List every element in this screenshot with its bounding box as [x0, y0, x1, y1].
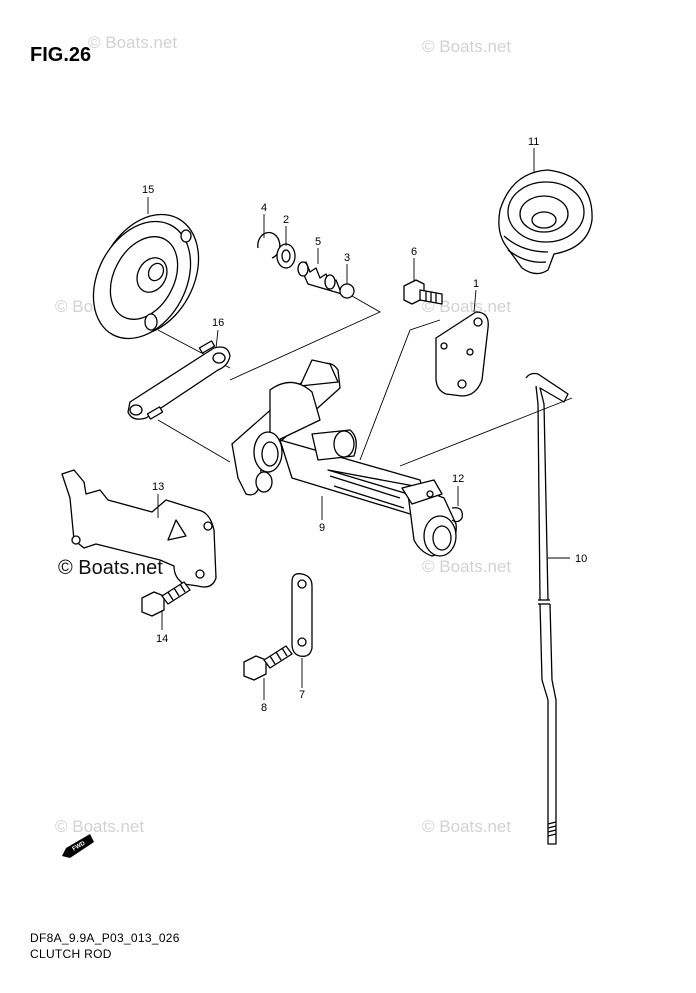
callout-10: 10 — [575, 553, 587, 565]
part-2-washer — [276, 243, 296, 269]
callout-8: 8 — [261, 702, 267, 714]
callout-4: 4 — [261, 202, 267, 214]
part-3-ball — [339, 283, 355, 299]
callout-16: 16 — [212, 317, 224, 329]
part-10-clutch-rod — [525, 372, 569, 845]
part-16-link-rod — [127, 340, 231, 420]
part-9-shaft — [231, 359, 457, 557]
callout-5: 5 — [315, 236, 321, 248]
callout-3: 3 — [344, 252, 350, 264]
watermark: © Boats.net — [58, 557, 163, 579]
part-14-bolt — [141, 581, 191, 617]
callout-2: 2 — [283, 214, 289, 226]
part-15-pulley — [92, 213, 200, 340]
leader-lines — [147, 148, 570, 700]
part-7-plate — [291, 573, 313, 657]
assembly-lines — [157, 295, 573, 467]
callout-13: 13 — [152, 481, 164, 493]
callouts: 15 16 4 2 5 3 6 1 11 13 9 12 10 14 7 8 — [142, 136, 587, 714]
callout-11: 11 — [528, 136, 539, 148]
watermark: © Boats.net — [55, 817, 144, 836]
watermark: © Boats.net — [422, 817, 511, 836]
watermark: © Boats.net — [422, 557, 511, 576]
part-5-spring — [297, 261, 347, 295]
figure-code: DF8A_9.9A_P03_013_026 — [30, 931, 180, 945]
watermark: © Boats.net — [422, 297, 511, 316]
callout-15: 15 — [142, 184, 154, 196]
watermark: © Boats.net — [422, 37, 511, 56]
figure-title: FIG.26 — [30, 44, 92, 66]
watermark-layer: © Boats.net © Boats.net © Boats.net © Bo… — [55, 33, 511, 836]
figure-name: CLUTCH ROD — [30, 947, 112, 961]
callout-6: 6 — [411, 246, 417, 258]
callout-7: 7 — [299, 689, 305, 701]
part-6-bolt — [403, 279, 443, 305]
figure-caption: DF8A_9.9A_P03_013_026 CLUTCH ROD — [30, 930, 180, 962]
callout-12: 12 — [452, 473, 464, 485]
callout-9: 9 — [319, 522, 325, 534]
callout-14: 14 — [156, 633, 168, 645]
part-8-bolt — [243, 645, 293, 681]
callout-1: 1 — [473, 278, 479, 290]
part-13-bracket — [61, 469, 217, 588]
part-12-pin — [451, 507, 463, 523]
fwd-arrow-icon: FWD — [62, 834, 94, 858]
part-1-plate — [435, 311, 489, 397]
watermark: © Boats.net — [88, 33, 177, 52]
part-11-grommet — [498, 169, 593, 275]
